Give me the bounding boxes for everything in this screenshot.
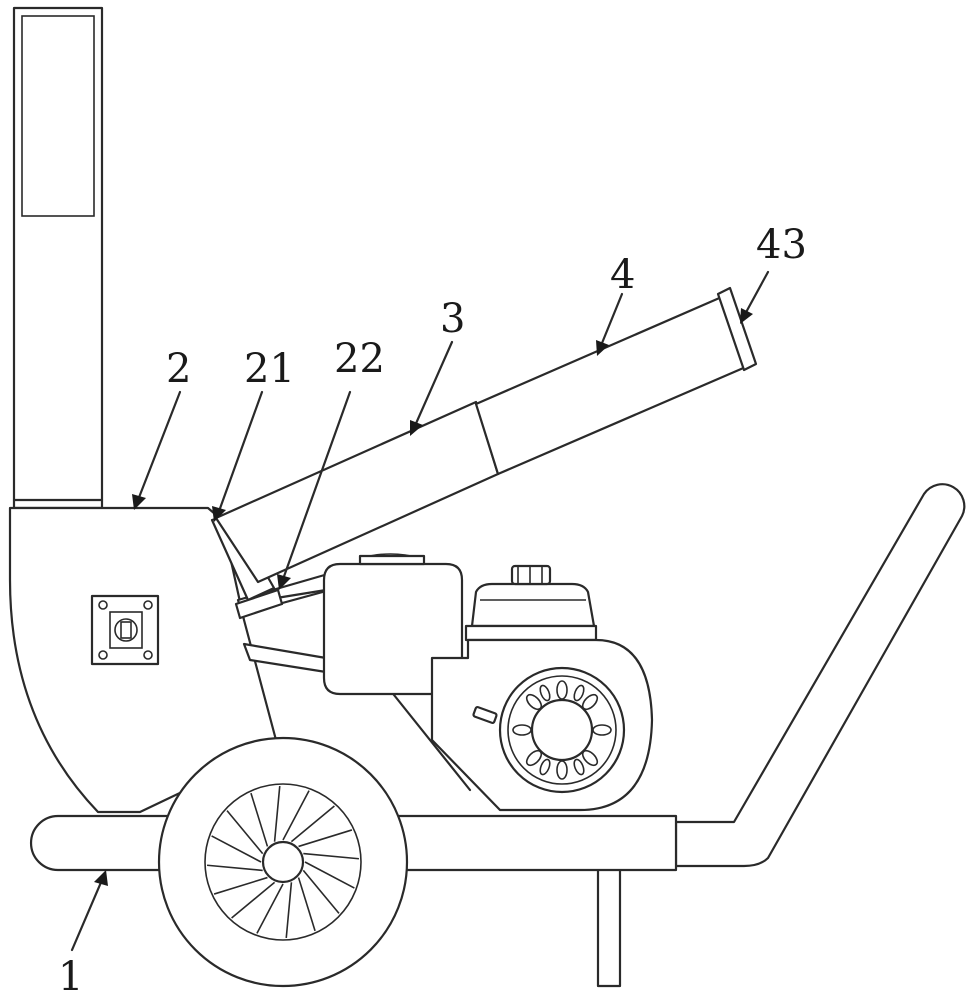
- wheel-spoke: [213, 876, 268, 895]
- wheel-spoke: [250, 792, 269, 847]
- wheel-spoke: [231, 881, 276, 919]
- wheel-spoke: [211, 835, 262, 863]
- wheel-spoke: [256, 883, 284, 934]
- label-nozzle-ring: 43: [756, 222, 807, 268]
- wheel-spoke: [290, 805, 335, 843]
- label-inner-tube: 3: [440, 296, 465, 342]
- wheel: [157, 736, 409, 988]
- wheel-spoke: [206, 864, 263, 872]
- leader-lines: [70, 270, 770, 952]
- label-base-frame: 1: [58, 954, 83, 1000]
- label-support-bracket: 22: [334, 336, 385, 382]
- nozzle-ring: [716, 286, 758, 372]
- wheel-spoke: [285, 882, 293, 939]
- wheel-spoke: [302, 869, 340, 914]
- inner-tube: [214, 400, 500, 584]
- blower-housing: [8, 506, 278, 814]
- wheel-spoke: [304, 861, 355, 889]
- label-outer-tube: 4: [610, 252, 635, 298]
- outer-tube: [474, 294, 750, 476]
- rear-leg: [596, 864, 622, 988]
- exhaust-stack: [12, 6, 104, 510]
- wheel-spoke: [298, 829, 353, 848]
- wheel-spoke: [273, 785, 281, 842]
- engine: [430, 564, 654, 812]
- wheel-spoke: [226, 810, 264, 855]
- handle: [674, 483, 966, 868]
- wheel-spoke: [297, 877, 316, 932]
- wheel-spoke: [303, 852, 360, 860]
- label-base-frame-2: 2: [166, 346, 191, 392]
- label-housing-outlet: 21: [244, 346, 295, 392]
- wheel-spoke: [282, 790, 310, 841]
